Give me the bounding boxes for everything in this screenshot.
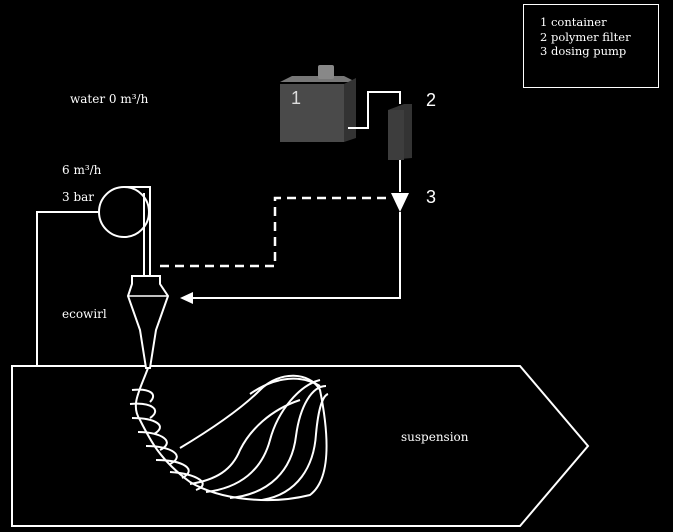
container-cap	[318, 65, 334, 79]
dosing-pump-number: 3	[426, 187, 437, 207]
container-box	[280, 84, 344, 142]
suspension-label: suspension	[401, 430, 469, 444]
suspension-tank	[11, 365, 590, 527]
container-filter-pipe	[348, 91, 401, 129]
water-supply-pipe	[36, 211, 104, 366]
ecowirl-cyclone	[126, 275, 170, 369]
container-side	[344, 78, 356, 142]
vortex-spiral	[129, 367, 329, 502]
legend-item-container: 1 container	[540, 15, 607, 29]
water-flow-label: water 0 m³/h	[70, 92, 149, 106]
container-number: 1	[291, 88, 302, 108]
feed-arrow-head	[180, 292, 193, 304]
container-top	[280, 76, 356, 82]
ecowirl-label: ecowirl	[62, 307, 107, 321]
polymer-feed-line	[190, 212, 401, 299]
dosing-pump-symbol	[391, 193, 409, 212]
legend-item-polymer-filter: 2 polymer filter	[540, 29, 631, 44]
pump-flow-label: 6 m³/h	[62, 163, 102, 177]
filter-number: 2	[426, 90, 437, 110]
pump-outlet-pipe	[124, 186, 151, 276]
pump-pressure-label: 3 bar	[62, 190, 95, 204]
legend-box: 1 container 2 polymer filter 3 dosing pu…	[523, 4, 659, 88]
dashed-return-line	[160, 196, 390, 268]
legend-item-dosing-pump: 3 dosing pump	[540, 44, 627, 58]
water-pump	[98, 186, 150, 238]
